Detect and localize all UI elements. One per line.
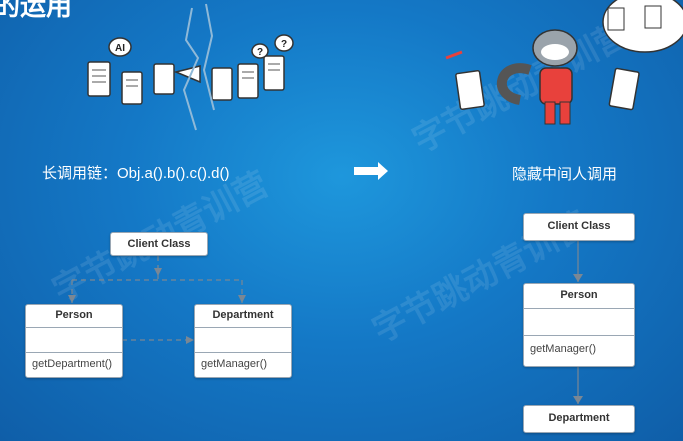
bubble-ai-label: AI — [115, 43, 125, 54]
bubble-question-label: ? — [281, 39, 287, 50]
right-arrow-icon — [354, 162, 388, 180]
person-class-title: Person — [55, 309, 93, 321]
person-class-box: Person getDepartment() — [25, 304, 123, 378]
crack-line — [182, 7, 200, 131]
document-icon — [263, 55, 285, 91]
speech-bubble-icon — [251, 43, 269, 59]
right-person-method: getManager() — [524, 335, 634, 362]
person-method: getDepartment() — [26, 352, 122, 375]
department-class-title: Department — [212, 309, 274, 321]
slide-title-fragment: 的运用 — [0, 0, 73, 21]
right-department-class-box: Department — [523, 405, 635, 433]
right-caption: 隐藏中间人调用 — [512, 166, 618, 183]
document-icon — [237, 63, 259, 99]
right-client-class-label: Client Class — [547, 220, 611, 232]
document-icon — [87, 61, 111, 97]
right-person-class-box: Person getManager() — [523, 283, 635, 367]
document-icon — [211, 67, 233, 101]
client-class-label: Client Class — [127, 238, 191, 250]
crack-line — [202, 3, 215, 111]
raccoon-illustration — [445, 0, 683, 125]
speech-bubble-icon — [108, 37, 132, 57]
speech-bubble-icon — [274, 34, 294, 52]
megaphone-icon — [173, 65, 201, 84]
document-icon — [121, 71, 143, 105]
department-class-box: Department getManager() — [194, 304, 292, 378]
right-person-class-title: Person — [560, 289, 598, 301]
left-caption: 长调用链：Obj.a().b().c().d() — [42, 165, 230, 182]
department-method: getManager() — [195, 352, 291, 375]
bubble-question-label: ? — [257, 47, 263, 58]
right-department-class-label: Department — [548, 412, 610, 424]
client-class-box: Client Class — [110, 232, 208, 256]
document-icon — [153, 63, 175, 95]
right-client-class-box: Client Class — [523, 213, 635, 241]
